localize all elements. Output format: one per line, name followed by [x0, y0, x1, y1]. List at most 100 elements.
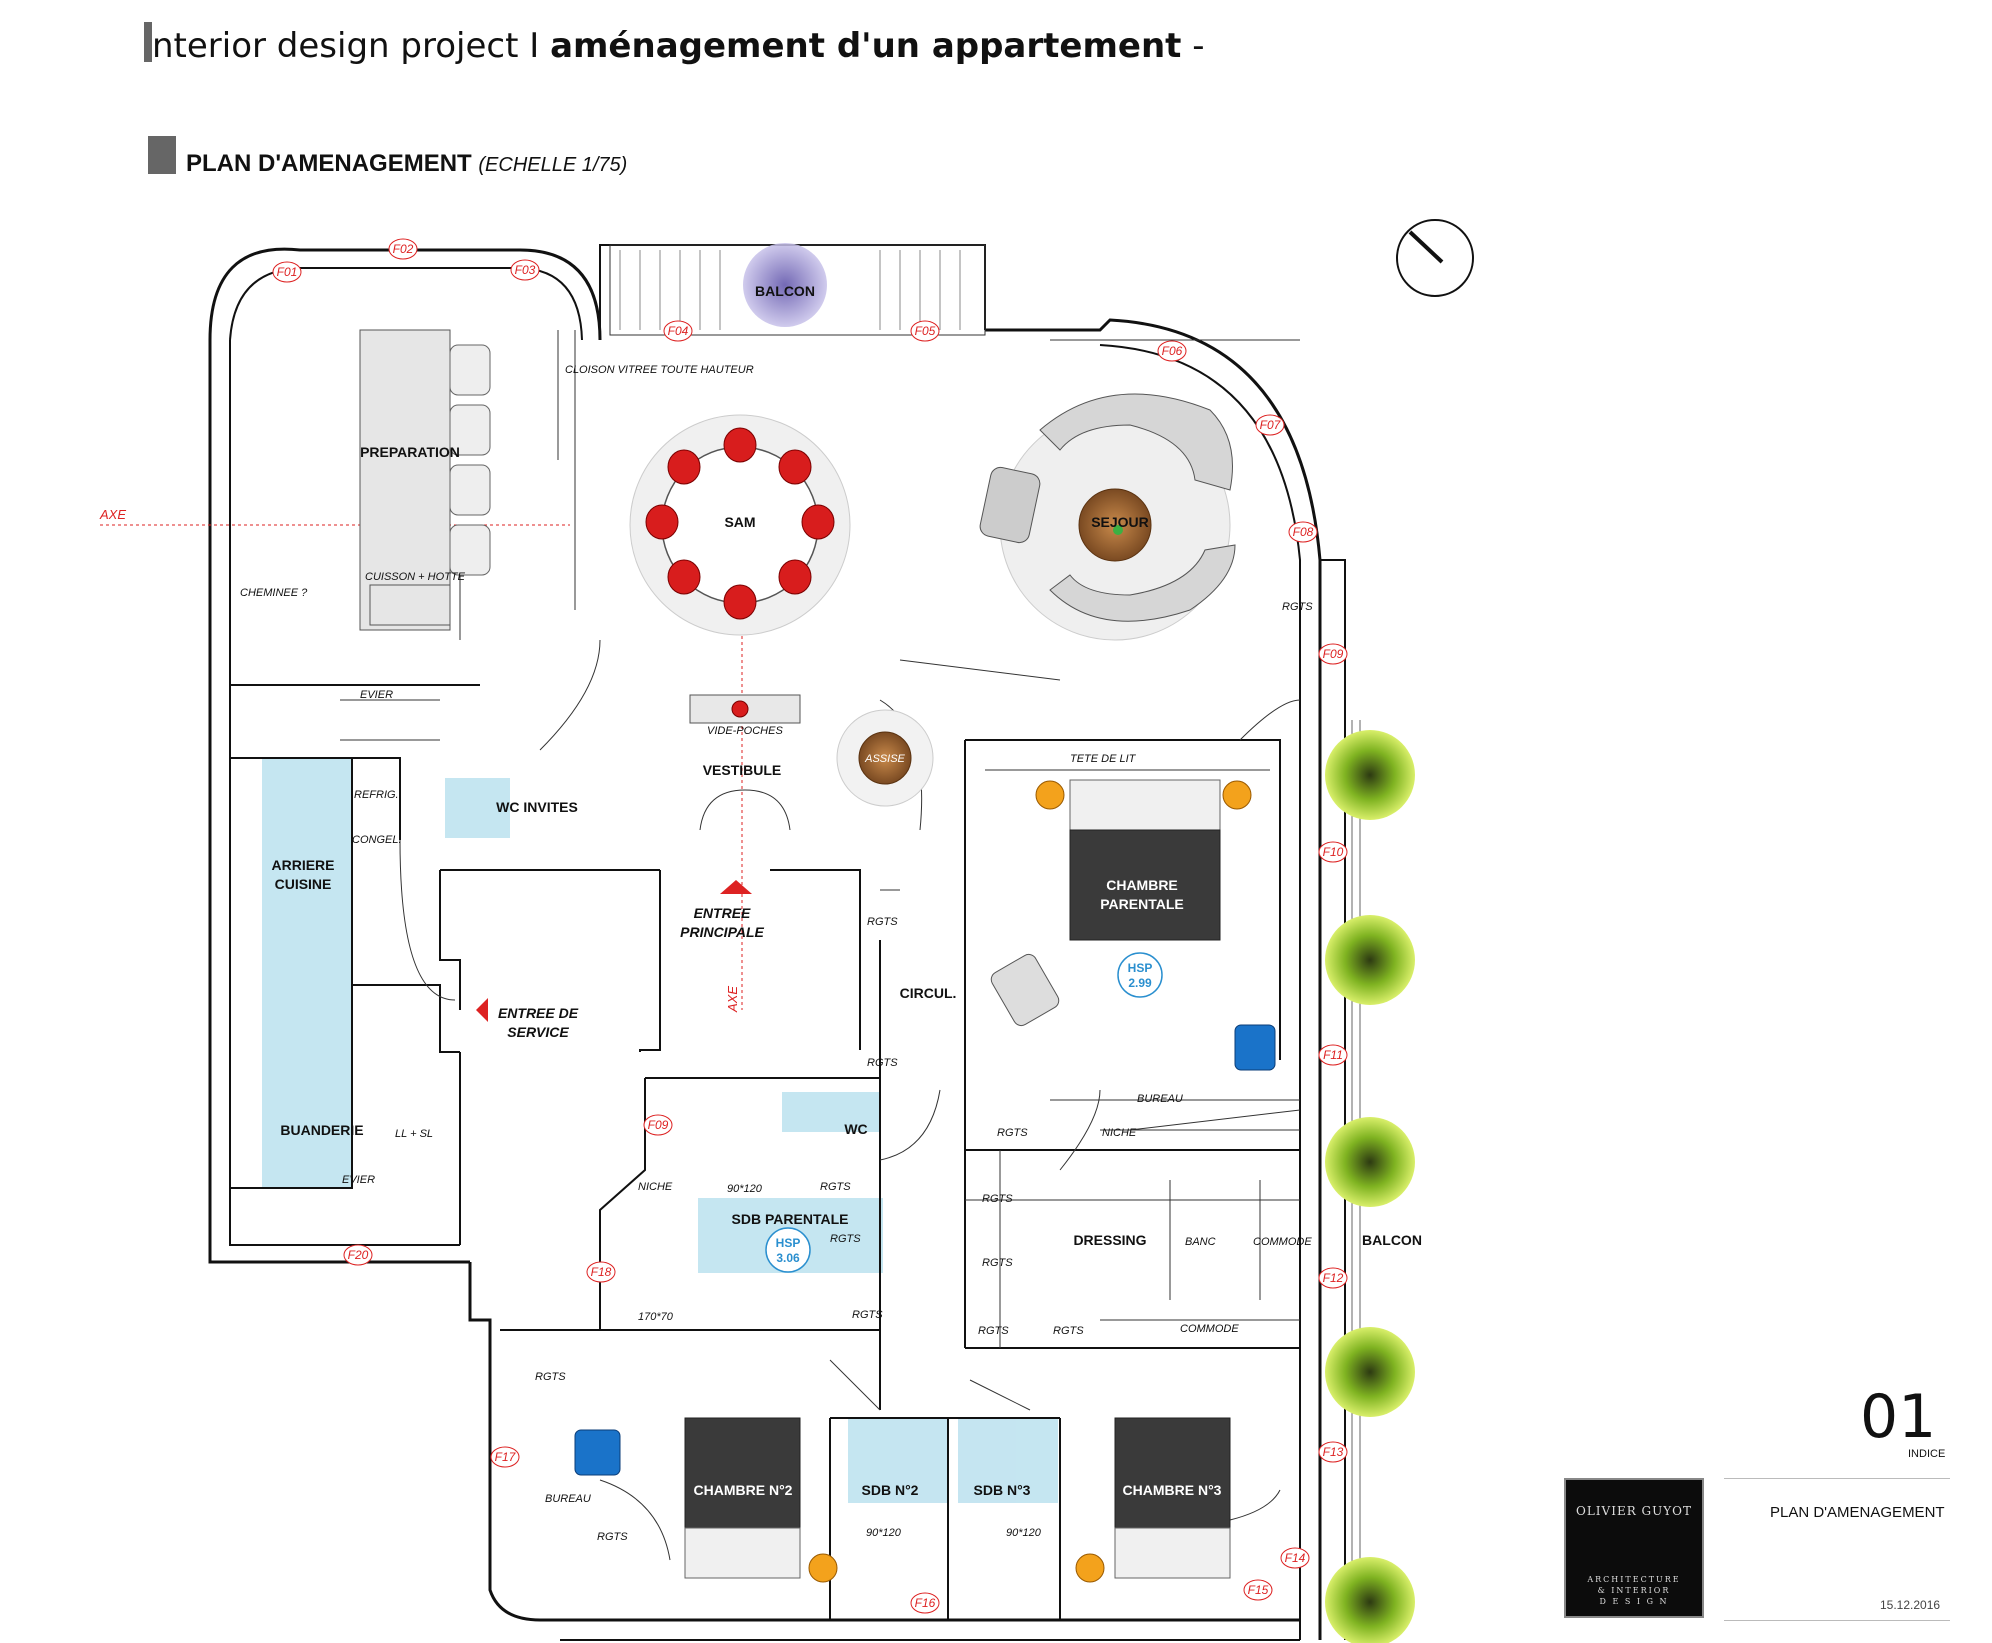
- bed-chambre-3: [1075, 1417, 1231, 1583]
- axe-vertical-label: AXE: [725, 986, 740, 1013]
- label-refrig: REFRIG.: [354, 789, 399, 801]
- label-170x70: 170*70: [638, 1311, 674, 1323]
- window-label: F12: [1323, 1271, 1344, 1285]
- section-title: PLAN D'AMENAGEMENT (ECHELLE 1/75): [186, 150, 627, 178]
- room-vestibule: VESTIBULE: [703, 762, 782, 778]
- label-tete-de-lit: TETE DE LIT: [1070, 753, 1137, 765]
- window-label: F09: [1323, 647, 1344, 661]
- entree-service-2: SERVICE: [507, 1024, 569, 1040]
- room-balcon-top: BALCON: [755, 283, 815, 299]
- label-cuisson: CUISSON + HOTTE: [365, 571, 466, 583]
- top-balcony: [609, 243, 986, 336]
- window-label: F15: [1248, 1583, 1269, 1597]
- entree-principale-2: PRINCIPALE: [680, 924, 764, 940]
- label-banc: BANC: [1185, 1236, 1216, 1248]
- dining-set: [629, 414, 851, 724]
- title-light: nterior design project I: [152, 26, 551, 66]
- axe-horizontal-label: AXE: [99, 507, 126, 522]
- room-sdb-3: SDB N°3: [974, 1482, 1031, 1498]
- room-buanderie: BUANDERIE: [280, 1122, 363, 1138]
- hsp-1-label: HSP: [1128, 961, 1153, 975]
- window-label: F13: [1323, 1445, 1344, 1459]
- rgts-label: RGTS: [830, 1233, 861, 1245]
- room-sdb-2: SDB N°2: [862, 1482, 919, 1498]
- window-label: F01: [277, 265, 298, 279]
- rgts-label: RGTS: [535, 1371, 566, 1383]
- room-chambre-2: CHAMBRE N°2: [694, 1482, 793, 1498]
- window-label: F09: [648, 1118, 669, 1132]
- rgts-label: RGTS: [852, 1309, 883, 1321]
- rgts-label: RGTS: [1053, 1325, 1084, 1337]
- label-bureau-2: BUREAU: [545, 1493, 591, 1505]
- logo-name: OLIVIER GUYOT: [1575, 1504, 1693, 1518]
- room-chambre-3: CHAMBRE N°3: [1123, 1482, 1222, 1498]
- label-evier-2: EVIER: [342, 1174, 375, 1186]
- hsp-badge: HSP 3.06: [765, 1227, 811, 1273]
- room-preparation: PREPARATION: [360, 444, 460, 460]
- window-label: F14: [1285, 1551, 1306, 1565]
- section-name: PLAN D'AMENAGEMENT: [186, 150, 472, 177]
- label-niche-2: NICHE: [1102, 1127, 1137, 1139]
- window-markers: [272, 238, 1348, 1614]
- label-evier-1: EVIER: [360, 689, 393, 701]
- entree-principale-1: ENTREE: [694, 905, 751, 921]
- title-block-rule-bottom: [1724, 1620, 1950, 1621]
- label-bureau-1: BUREAU: [1137, 1093, 1183, 1105]
- header-accent-bar: [144, 22, 152, 62]
- bed-chambre-2: [574, 1417, 838, 1583]
- section-scale: (ECHELLE 1/75): [478, 154, 628, 176]
- living-set: [979, 393, 1236, 641]
- window-label: F04: [668, 324, 689, 338]
- label-90x120-b: 90*120: [866, 1527, 902, 1539]
- rgts-label: RGTS: [997, 1127, 1028, 1139]
- master-bed: [990, 779, 1276, 1071]
- rgts-labels: RGTS RGTS RGTS RGTS RGTS RGTS RGTS RGTS …: [535, 601, 1313, 1543]
- room-sam: SAM: [724, 514, 755, 530]
- hsp-badge: HSP 2.99: [1117, 952, 1163, 998]
- hsp-2-label: HSP: [776, 1236, 801, 1250]
- window-label: F17: [495, 1450, 517, 1464]
- assise-stool: [836, 709, 934, 807]
- window-label: F03: [515, 263, 536, 277]
- rgts-label: RGTS: [978, 1325, 1009, 1337]
- room-sdb-parentale: SDB PARENTALE: [732, 1211, 849, 1227]
- window-label: F05: [915, 324, 936, 338]
- window-labels: F01 F02 F03 F04 F05 F06 F07 F08 F09 F10 …: [277, 242, 1344, 1610]
- rgts-label: RGTS: [867, 916, 898, 928]
- balcony-plants: [1325, 730, 1415, 1643]
- window-label: F07: [1260, 418, 1282, 432]
- room-arriere-cuisine-1: ARRIERE: [271, 857, 334, 873]
- drawing-title: PLAN D'AMENAGEMENT: [1770, 1504, 1945, 1521]
- label-ll-sl: LL + SL: [395, 1128, 433, 1140]
- label-cheminee: CHEMINEE ?: [240, 587, 308, 599]
- room-wc-invites: WC INVITES: [496, 799, 578, 815]
- rgts-label: RGTS: [867, 1057, 898, 1069]
- room-labels: BALCON PREPARATION SAM SEJOUR VESTIBULE …: [271, 283, 1421, 1498]
- rgts-label: RGTS: [1282, 601, 1313, 613]
- hsp-2-value: 3.06: [776, 1251, 800, 1265]
- window-label: F10: [1323, 845, 1344, 859]
- label-niche-1: NICHE: [638, 1181, 673, 1193]
- window-label: F20: [348, 1248, 369, 1262]
- label-commode-1: COMMODE: [1253, 1236, 1312, 1248]
- fixture-labels: CLOISON VITREE TOUTE HAUTEUR CUISSON + H…: [240, 364, 1312, 1539]
- kitchen-island: [359, 329, 491, 631]
- entree-principale-arrow-icon: [720, 880, 752, 894]
- title-tail: -: [1181, 26, 1205, 66]
- room-chambre-parentale-2: PARENTALE: [1100, 896, 1183, 912]
- window-label: F18: [591, 1265, 612, 1279]
- room-circul: CIRCUL.: [900, 985, 957, 1001]
- title-bold: aménagement d'un appartement: [550, 26, 1182, 66]
- logo-sub-3: D E S I G N: [1599, 1597, 1669, 1606]
- architect-logo: OLIVIER GUYOT ARCHITECTURE & INTERIOR D …: [1564, 1478, 1704, 1618]
- north-arrow-icon: [1396, 219, 1474, 297]
- label-90x120-c: 90*120: [1006, 1527, 1042, 1539]
- rgts-label: RGTS: [982, 1257, 1013, 1269]
- room-dressing: DRESSING: [1073, 1232, 1146, 1248]
- rgts-label: RGTS: [597, 1531, 628, 1543]
- label-cloison: CLOISON VITREE TOUTE HAUTEUR: [565, 364, 754, 376]
- entree-service-1: ENTREE DE: [498, 1005, 579, 1021]
- window-label: F16: [915, 1596, 936, 1610]
- window-label: F06: [1162, 344, 1183, 358]
